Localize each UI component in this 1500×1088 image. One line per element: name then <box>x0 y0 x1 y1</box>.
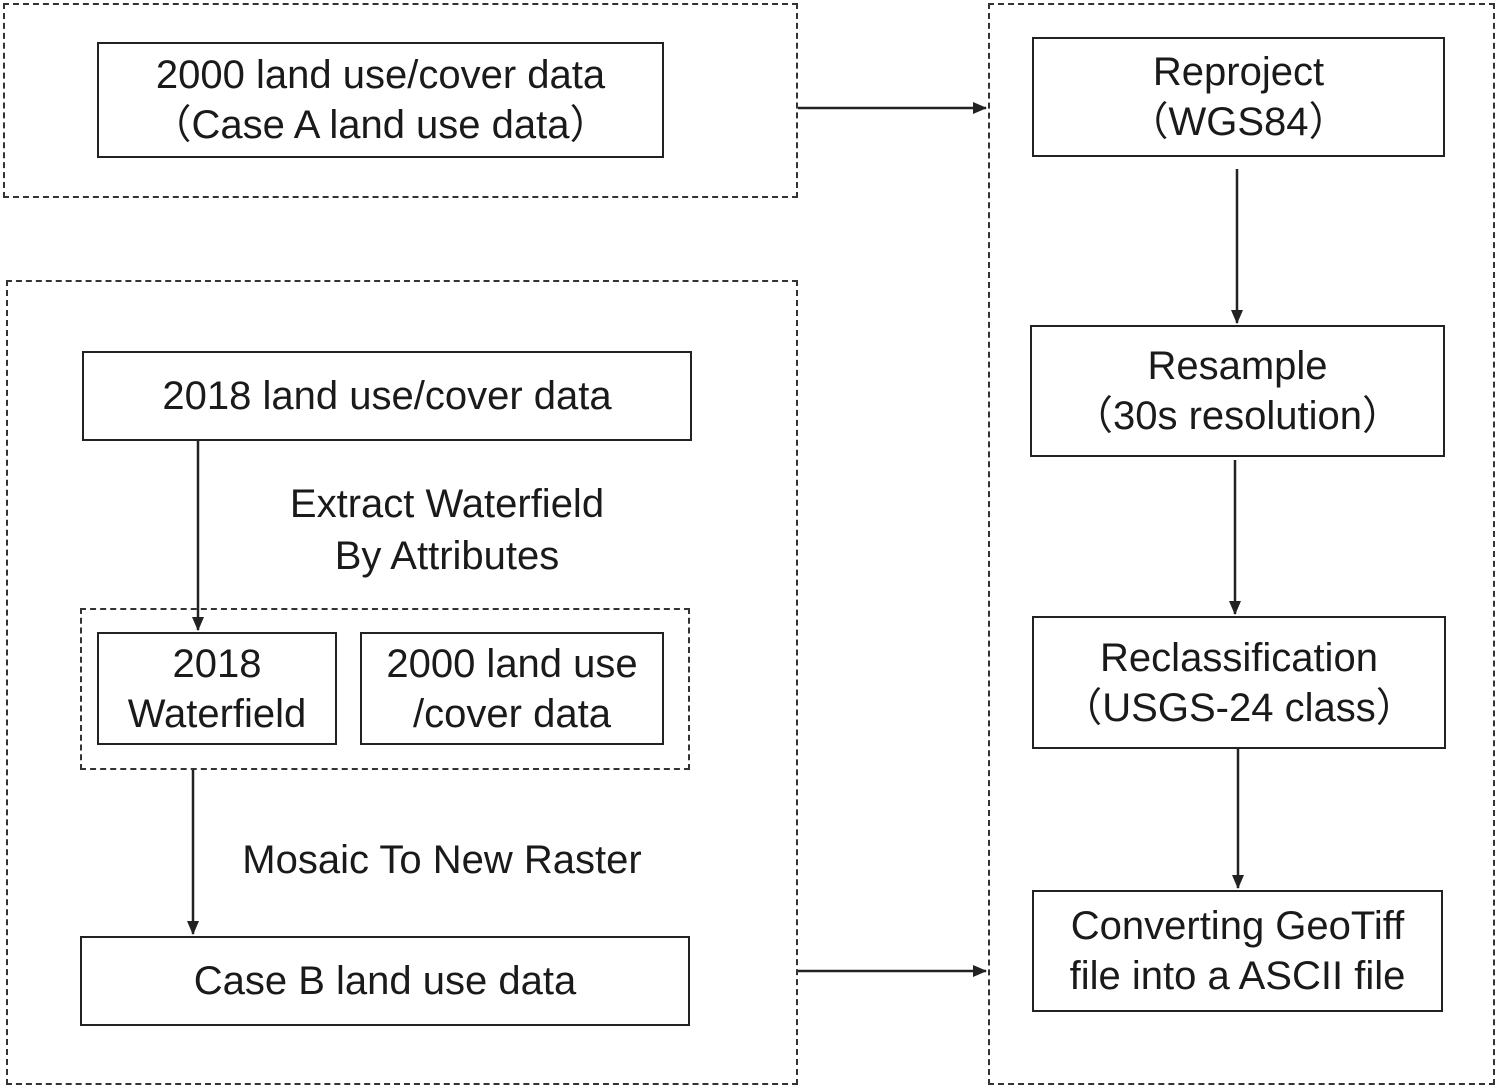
case-a-group <box>3 3 798 198</box>
resample-line2: （30s resolution） <box>1072 394 1403 438</box>
reclassification-line2: （USGS-24 class） <box>1062 685 1416 730</box>
convert-line2: file into a ASCII file <box>1069 954 1406 998</box>
convert-ascii-box: Converting GeoTiff file into a ASCII fil… <box>1032 890 1443 1012</box>
waterfield-2018-line1: 2018 <box>172 641 262 686</box>
mosaic-label: Mosaic To New Raster <box>242 838 642 882</box>
reproject-box: Reproject （WGS84） <box>1032 37 1445 157</box>
extract-label-line2: By Attributes <box>334 534 560 578</box>
case-b-landuse-line1: Case B land use data <box>193 959 577 1003</box>
case-b-group <box>6 280 798 1085</box>
case-a-landuse-box: 2000 land use/cover data （Case A land us… <box>97 42 664 158</box>
convert-line1: Converting GeoTiff <box>1070 904 1405 948</box>
waterfield-2018-line2: Waterfield <box>127 691 307 736</box>
extract-label-line1: Extract Waterfield <box>289 482 605 526</box>
reproject-line1: Reproject <box>1152 50 1325 94</box>
landuse-2018-line1: 2018 land use/cover data <box>162 374 612 418</box>
landuse-2000-line2: /cover data <box>413 691 611 736</box>
landuse-2000-box: 2000 land use /cover data <box>360 632 664 745</box>
resample-box: Resample （30s resolution） <box>1030 325 1445 457</box>
merge-inputs-group <box>80 608 690 770</box>
reclassification-box: Reclassification （USGS-24 class） <box>1032 616 1446 749</box>
processing-group <box>988 3 1495 1085</box>
reproject-line2: （WGS84） <box>1128 100 1349 144</box>
landuse-2000-line1: 2000 land use <box>386 641 638 686</box>
waterfield-2018-box: 2018 Waterfield <box>97 632 337 745</box>
reclassification-line1: Reclassification <box>1100 635 1378 680</box>
case-a-landuse-line1: 2000 land use/cover data <box>155 53 606 97</box>
extract-waterfield-label: Extract Waterfield By Attributes <box>250 478 644 582</box>
case-a-landuse-line2: （Case A land use data） <box>151 103 610 147</box>
case-b-landuse-box: Case B land use data <box>80 936 690 1026</box>
landuse-2018-box: 2018 land use/cover data <box>82 351 692 441</box>
resample-line1: Resample <box>1147 344 1328 388</box>
